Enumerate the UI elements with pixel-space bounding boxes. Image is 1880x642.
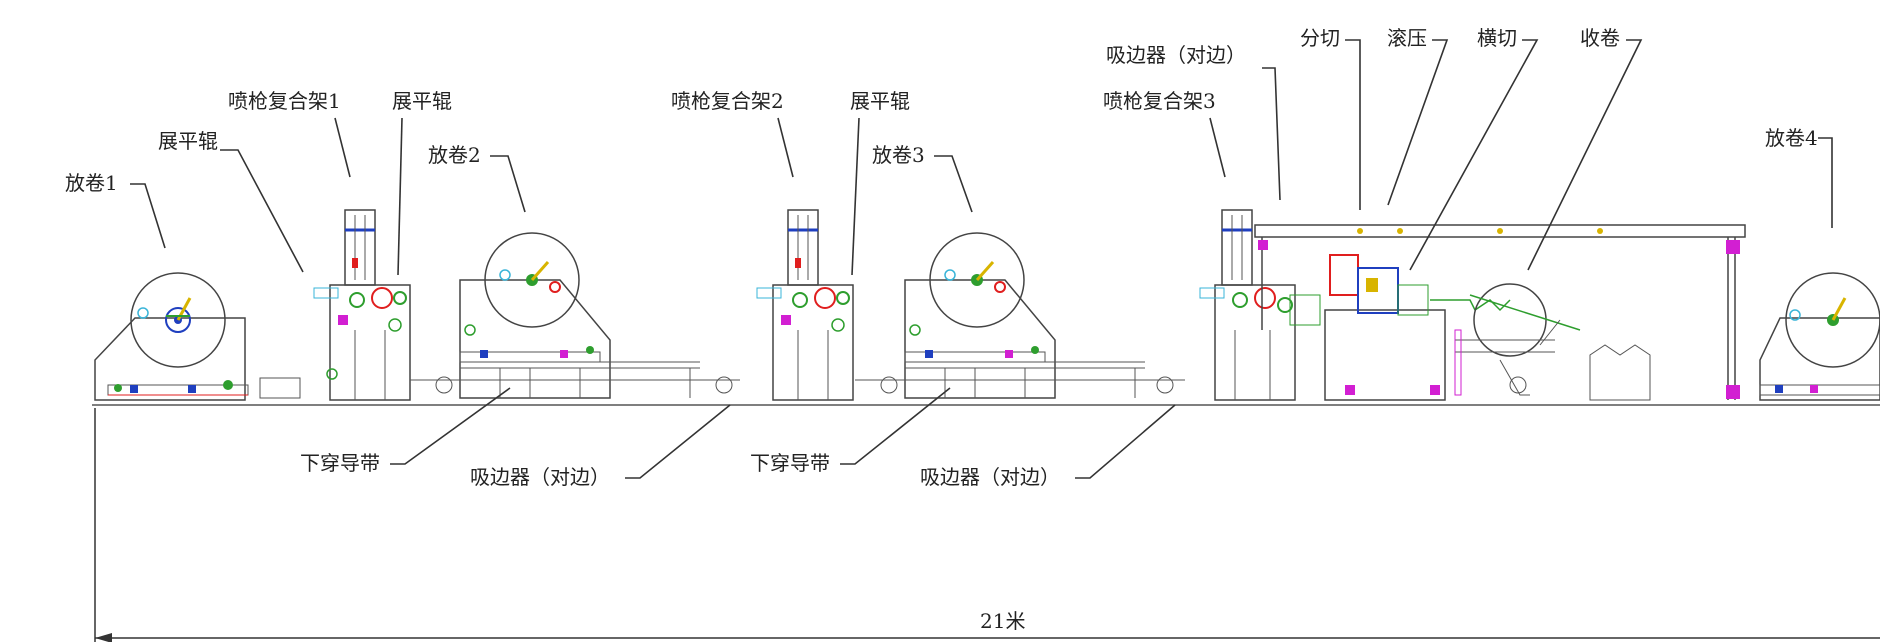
finishing-section [1324,254,1651,401]
label-spread-roll-a: 展平辊 [158,129,218,153]
label-edge-suction1: 吸边器（对边） [470,465,610,489]
label-spray-laminator2: 喷枪复合架2 [671,89,784,113]
unwind3-machine [880,232,1145,399]
callout-edge-suction2: 吸边器（对边） [920,404,1176,489]
callout-spread-roll-a: 展平辊 [158,129,304,273]
label-lower-guide-belt1: 下穿导带 [300,451,380,475]
unwind1-machine [94,272,301,401]
callout-rewind: 收卷 [1527,26,1643,271]
callout-rolling: 滚压 [1387,26,1449,206]
callout-slitting: 分切 [1300,26,1361,210]
label-cross-cutting: 横切 [1477,26,1517,50]
spray-laminator2-machine [756,209,854,401]
unwind2-machine [435,232,700,399]
callout-spray-laminator1: 喷枪复合架1 [228,89,351,178]
callout-spread-roll-c: 展平辊 [850,89,910,276]
label-edge-suction2: 吸边器（对边） [920,465,1060,489]
label-rewind: 收卷 [1580,26,1620,50]
label-unwind1: 放卷1 [65,171,118,195]
dimension-total-length: 21米 [94,408,1880,642]
callout-lower-guide-belt2: 下穿导带 [750,387,951,475]
callout-spread-roll-b: 展平辊 [392,89,452,276]
callout-unwind3: 放卷3 [872,143,973,213]
label-spread-roll-b: 展平辊 [392,89,452,113]
label-total-length: 21米 [980,609,1025,633]
label-unwind4: 放卷4 [1765,126,1818,150]
label-lower-guide-belt2: 下穿导带 [750,451,830,475]
callout-edge-suction1: 吸边器（对边） [470,404,731,489]
callout-spray-laminator2: 喷枪复合架2 [671,89,794,178]
overhead-gantry [1254,224,1746,400]
label-unwind3: 放卷3 [872,143,925,167]
spray-laminator3-machine [1199,209,1321,401]
unwind4-machine [1759,272,1880,401]
callout-edge-suction-top: 吸边器（对边） [1106,43,1281,201]
label-edge-suction-top: 吸边器（对边） [1106,43,1246,67]
callout-unwind2: 放卷2 [428,143,526,213]
label-spray-laminator1: 喷枪复合架1 [228,89,341,113]
label-rolling: 滚压 [1387,26,1427,50]
callout-unwind1: 放卷1 [65,171,166,249]
label-slitting: 分切 [1300,26,1340,50]
callout-unwind4: 放卷4 [1765,126,1833,228]
label-unwind2: 放卷2 [428,143,481,167]
callout-spray-laminator3: 喷枪复合架3 [1103,89,1226,178]
callout-cross-cutting: 横切 [1409,26,1539,271]
spray-laminator1-machine [313,209,411,401]
label-spread-roll-c: 展平辊 [850,89,910,113]
callout-lower-guide-belt1: 下穿导带 [300,387,511,475]
label-spray-laminator3: 喷枪复合架3 [1103,89,1216,113]
